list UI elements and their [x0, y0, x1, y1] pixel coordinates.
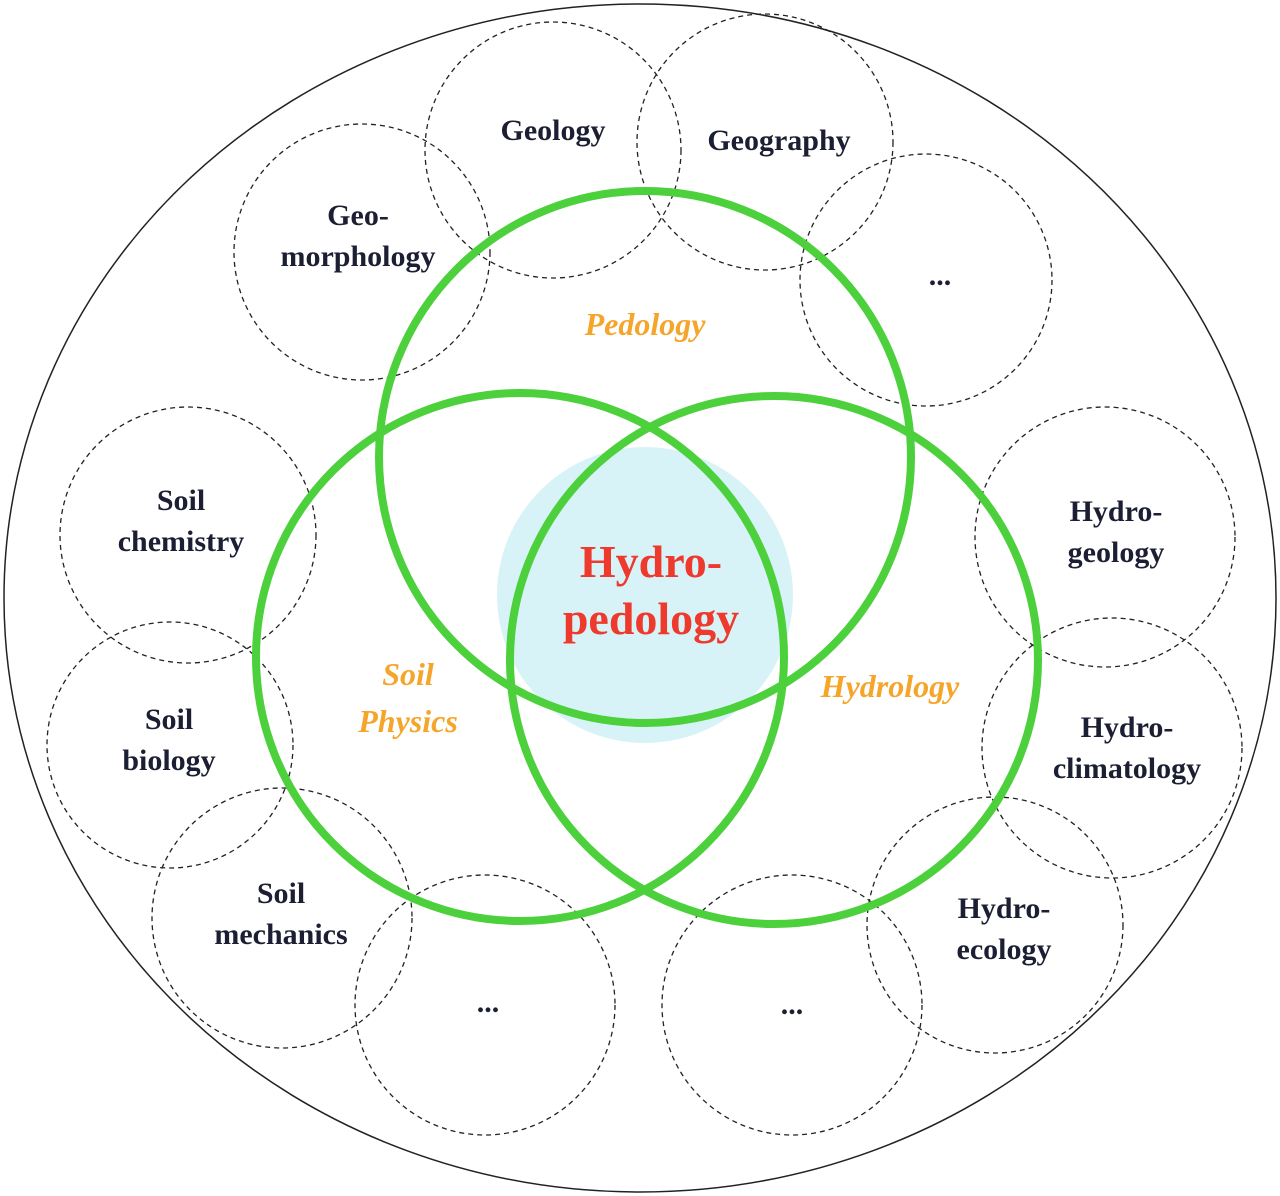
- more-circle-bottom-left: [354, 874, 616, 1136]
- hydrology-circle: [506, 392, 1042, 928]
- label-geography: Geography: [707, 124, 850, 157]
- outer-boundary: [3, 3, 1277, 1193]
- label-geology: Geology: [501, 114, 606, 147]
- hydro-geology-circle: [974, 406, 1236, 668]
- pedology-circle: [375, 187, 915, 727]
- label-soil-biology-1: Soil: [145, 703, 193, 736]
- label-soil-mechanics-2: mechanics: [214, 918, 347, 951]
- label-more-bottom-right: ...: [781, 988, 804, 1021]
- hydro-climatology-circle: [981, 617, 1243, 879]
- related-field-circles: [46, 13, 1243, 1136]
- label-hydro-geology-1: Hydro-: [1070, 495, 1163, 528]
- geography-circle: [636, 13, 894, 271]
- geology-circle: [424, 21, 682, 279]
- label-soil-physics-1: Soil: [382, 656, 434, 692]
- label-soil-mechanics-1: Soil: [257, 877, 305, 910]
- label-hydro-geology-2: geology: [1068, 536, 1165, 569]
- label-soil-physics-2: Physics: [357, 703, 458, 739]
- label-soil-chemistry-1: Soil: [157, 484, 205, 517]
- soil-mechanics-circle: [151, 787, 413, 1049]
- more-circle-top-right: [799, 153, 1053, 407]
- soil-physics-circle: [252, 389, 788, 925]
- label-hydro-climatology-2: climatology: [1053, 752, 1201, 785]
- label-hydro-ecology-1: Hydro-: [958, 892, 1051, 925]
- label-more-top-right: ...: [929, 259, 952, 292]
- label-geomorphology-1: Geo-: [327, 199, 389, 232]
- label-more-bottom-left: ...: [477, 986, 500, 1019]
- label-hydro-ecology-2: ecology: [957, 933, 1052, 966]
- center-label-1: Hydro-: [580, 536, 722, 587]
- label-soil-chemistry-2: chemistry: [118, 525, 245, 558]
- label-hydrology: Hydrology: [820, 668, 960, 704]
- center-label-2: pedology: [563, 593, 739, 644]
- label-pedology: Pedology: [584, 306, 707, 342]
- geomorphology-circle: [233, 123, 491, 381]
- label-geomorphology-2: morphology: [280, 240, 435, 273]
- hydro-ecology-circle: [866, 796, 1124, 1054]
- soil-chemistry-circle: [59, 406, 317, 664]
- soil-biology-circle: [46, 621, 294, 869]
- more-circle-bottom-right: [661, 874, 923, 1136]
- center-highlight: [497, 447, 793, 743]
- label-hydro-climatology-1: Hydro-: [1081, 711, 1174, 744]
- label-soil-biology-2: biology: [122, 744, 215, 777]
